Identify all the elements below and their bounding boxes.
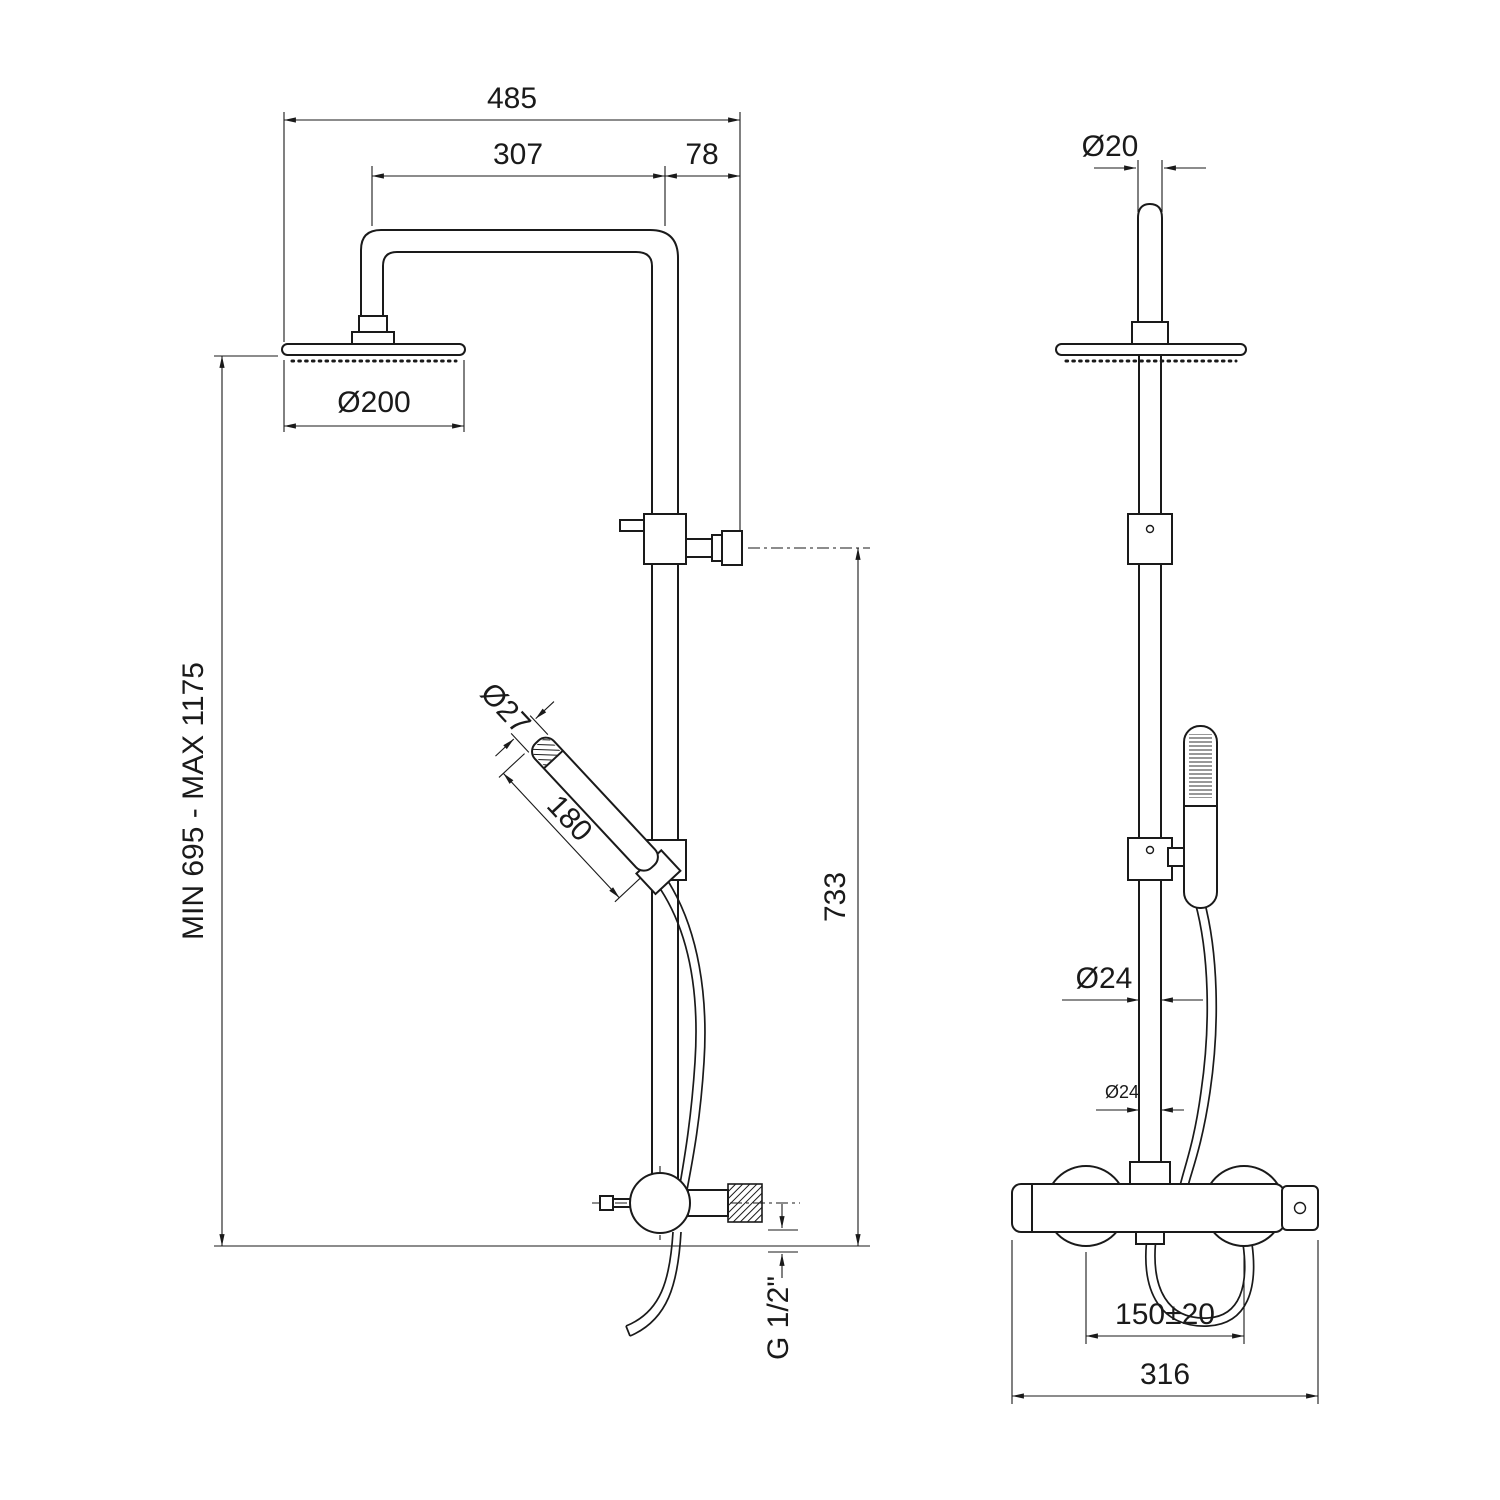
dim-label-inlet-thread: G 1/2" xyxy=(762,1276,795,1360)
dim-head-diameter: Ø200 xyxy=(283,360,465,432)
dim-outlet-height: 733 xyxy=(748,547,870,1247)
side-view-dimensions: Ø20 Ø24 Ø24 150±20 316 xyxy=(1011,130,1319,1404)
slider-collar-side xyxy=(1127,513,1173,565)
valve-left-stem-end xyxy=(599,1195,614,1211)
handshower-bracket-side xyxy=(1127,837,1189,881)
hose-end-cap xyxy=(625,1325,631,1337)
dim-label-riser-diameter-secondary: Ø24 xyxy=(1105,1082,1139,1102)
valve-wall-connector xyxy=(687,1189,729,1217)
dim-label-total-width: 485 xyxy=(487,82,537,115)
dim-inlet-spacing: 150±20 xyxy=(1085,1252,1245,1344)
arm-pipe-side xyxy=(1137,202,1163,346)
dim-label-arm-reach: 307 xyxy=(493,138,543,171)
dim-top-pipe-diameter: Ø20 xyxy=(1082,130,1206,212)
dim-label-head-diameter: Ø200 xyxy=(337,386,410,419)
rain-head-assembly xyxy=(281,315,466,363)
hose-nut xyxy=(1135,1231,1165,1245)
front-view-dimensions: 485 307 78 Ø200 MIN 69 xyxy=(177,82,870,1360)
outlet-flange xyxy=(721,530,743,566)
shower-arm-and-riser-pipe xyxy=(360,229,679,1188)
dim-body-width: 316 xyxy=(1011,1240,1319,1404)
slider-collar xyxy=(643,513,687,565)
head-fitting-side xyxy=(1131,321,1169,345)
collar-screw xyxy=(1145,524,1155,534)
dim-label-top-pipe-diameter: Ø20 xyxy=(1082,130,1139,163)
dim-inlet-thread: G 1/2" xyxy=(762,1204,798,1360)
rain-head-disc xyxy=(281,343,466,356)
bracket-screw xyxy=(1145,845,1155,855)
dim-riser-diameter-secondary: Ø24 xyxy=(1096,1082,1184,1113)
mixer-valve-side xyxy=(1011,1161,1319,1247)
rain-head-side xyxy=(1055,343,1247,363)
handshower-spray-side xyxy=(1189,734,1212,798)
valve-knob-front xyxy=(629,1172,691,1234)
valve-knob-side xyxy=(1281,1185,1319,1231)
handshower-side xyxy=(1183,725,1218,909)
valve-body-side xyxy=(1011,1183,1285,1233)
dim-height-range: MIN 695 - MAX 1175 xyxy=(177,355,870,1247)
riser-pipe-side xyxy=(1138,355,1162,1164)
dim-label-height-range: MIN 695 - MAX 1175 xyxy=(177,662,210,940)
rain-head-disc-side xyxy=(1055,343,1247,356)
mixer-valve-front xyxy=(592,1166,800,1240)
slider-collar-and-outlet xyxy=(619,513,743,566)
spray-face-divider xyxy=(543,749,564,770)
dim-label-outlet-height: 733 xyxy=(819,872,852,922)
wall-fitting-hatch xyxy=(727,1183,763,1223)
collar-pin xyxy=(619,519,645,532)
dim-arm-offset: 78 xyxy=(664,138,741,179)
shower-hose-side xyxy=(1179,899,1218,1187)
outlet-neck xyxy=(685,538,713,558)
outlet-ring xyxy=(711,534,723,562)
dim-label-riser-diameter: Ø24 xyxy=(1076,962,1133,995)
dim-total-width: 485 xyxy=(283,82,741,531)
valve-knob-detail xyxy=(1293,1201,1307,1215)
head-flange xyxy=(351,331,395,345)
dim-riser-diameter: Ø24 xyxy=(1062,962,1203,1003)
dim-label-inlet-spacing: 150±20 xyxy=(1115,1298,1215,1331)
side-view: Ø20 Ø24 Ø24 150±20 316 xyxy=(1011,130,1319,1404)
dim-label-body-width: 316 xyxy=(1140,1358,1190,1391)
handshower-spray-face xyxy=(530,735,561,767)
shower-hose xyxy=(625,877,706,1337)
dim-arm-reach: 307 xyxy=(371,138,666,226)
dim-label-arm-offset: 78 xyxy=(685,138,718,171)
